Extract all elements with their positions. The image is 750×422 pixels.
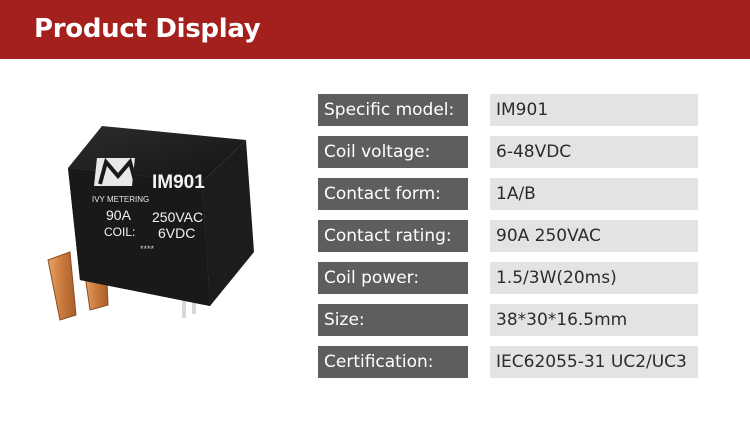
logo-m-icon	[98, 157, 138, 185]
relay-body	[68, 168, 210, 306]
rating-left-text: 90A	[106, 207, 132, 223]
coil-voltage-text: 6VDC	[158, 225, 195, 241]
page-header: Product Display	[0, 0, 750, 59]
spec-row-coil-voltage: Coil voltage: 6-48VDC	[318, 136, 698, 168]
spec-label: Certification:	[318, 346, 468, 378]
spec-row-model: Specific model: IM901	[318, 94, 698, 126]
spec-label: Specific model:	[318, 94, 468, 126]
spec-value: IEC62055-31 UC2/UC3	[490, 346, 698, 378]
product-image: IVY METERING IM901 90A 250VAC COIL: 6VDC…	[40, 110, 290, 340]
pin	[192, 292, 196, 314]
relay-illustration: IVY METERING IM901 90A 250VAC COIL: 6VDC…	[47, 126, 254, 321]
spec-value: 38*30*16.5mm	[490, 304, 698, 336]
spec-label: Size:	[318, 304, 468, 336]
coil-label-text: COIL:	[104, 225, 135, 239]
spec-row-contact-rating: Contact rating: 90A 250VAC	[318, 220, 698, 252]
spec-label: Coil voltage:	[318, 136, 468, 168]
spec-row-coil-power: Coil power: 1.5/3W(20ms)	[318, 262, 698, 294]
pin	[182, 296, 186, 318]
spec-value: IM901	[490, 94, 698, 126]
spec-value: 6-48VDC	[490, 136, 698, 168]
marks-text: ****	[140, 244, 155, 254]
spec-label: Contact form:	[318, 178, 468, 210]
model-text: IM901	[152, 172, 205, 193]
rating-right-text: 250VAC	[152, 209, 203, 225]
relay-front-face	[202, 140, 254, 306]
spec-label: Coil power:	[318, 262, 468, 294]
spec-row-contact-form: Contact form: 1A/B	[318, 178, 698, 210]
spec-value: 90A 250VAC	[490, 220, 698, 252]
spec-label: Contact rating:	[318, 220, 468, 252]
spec-value: 1.5/3W(20ms)	[490, 262, 698, 294]
page-title: Product Display	[34, 14, 261, 44]
brand-text: IVY METERING	[92, 195, 149, 204]
spec-value: 1A/B	[490, 178, 698, 210]
spec-row-size: Size: 38*30*16.5mm	[318, 304, 698, 336]
spec-row-certification: Certification: IEC62055-31 UC2/UC3	[318, 346, 698, 378]
copper-terminal-left	[47, 251, 77, 321]
